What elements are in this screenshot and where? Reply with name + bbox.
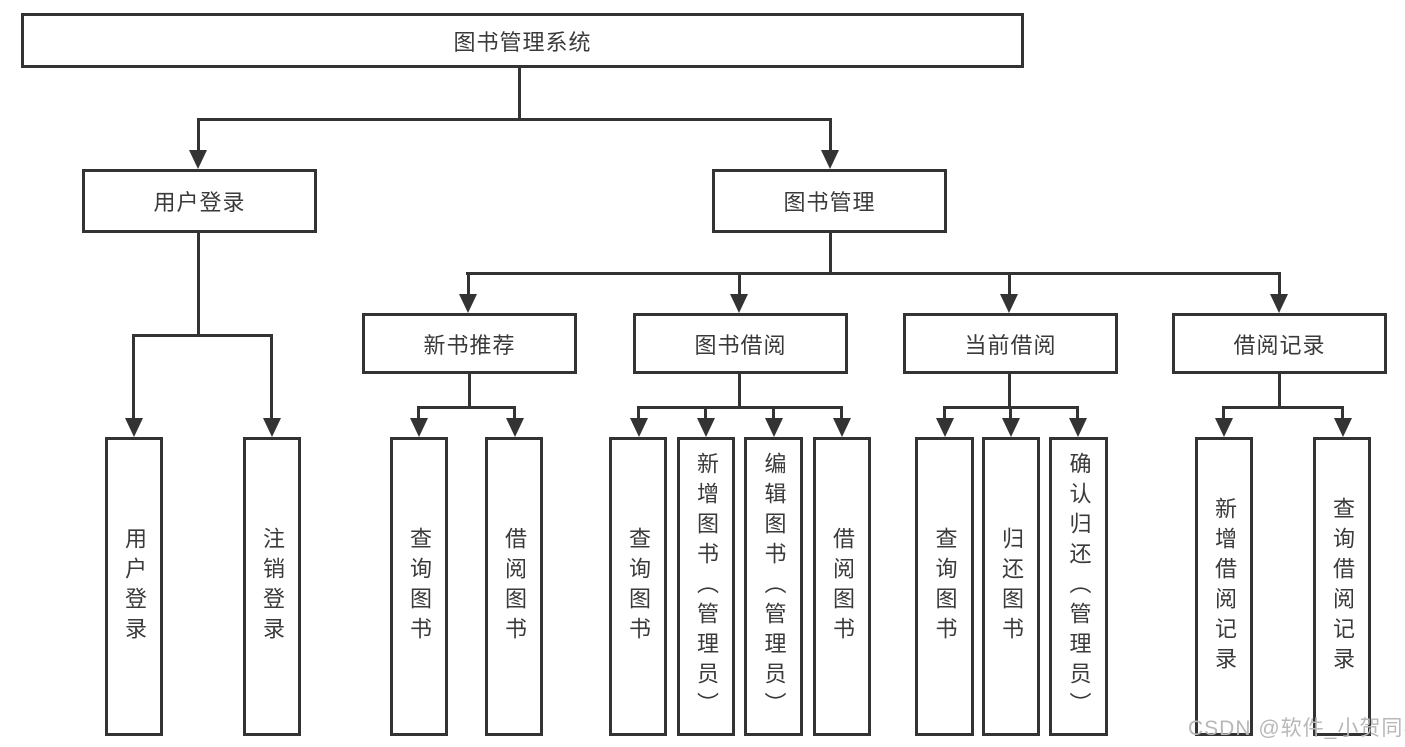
arrow-leaf-5 [630, 418, 648, 437]
node-book-management: 图书管理 [712, 169, 947, 233]
leaf-borrow-books-recommend-label: 借阅图书 [502, 526, 527, 647]
node-new-book-recommend-label: 新书推荐 [423, 332, 516, 358]
connector-stem-leaf-6 [704, 406, 707, 418]
node-root: 图书管理系统 [21, 13, 1024, 68]
leaf-logout-label: 注销登录 [260, 526, 285, 647]
connector-book-borrowing-hline [637, 406, 843, 409]
arrow-leaf-12 [1215, 418, 1233, 437]
node-root-label: 图书管理系统 [453, 29, 592, 55]
arrow-leaf-4 [506, 418, 524, 437]
leaf-borrow-books-label: 借阅图书 [830, 526, 855, 647]
arrow-new-book [459, 294, 477, 313]
leaf-query-books-recommend-label: 查询图书 [407, 526, 432, 647]
arrow-leaf-10 [1002, 418, 1020, 437]
leaf-return-books-label: 归还图书 [999, 526, 1024, 647]
arrow-borrowing-records [1270, 294, 1288, 313]
connector-root-hline [197, 118, 832, 121]
leaf-query-books-recommend: 查询图书 [390, 437, 448, 736]
connector-stem-book-borrowing [738, 272, 741, 295]
leaf-confirm-return-admin: 确认归还（管理员） [1049, 437, 1108, 736]
connector-stem-leaf-4 [513, 406, 516, 418]
leaf-borrow-books: 借阅图书 [813, 437, 871, 736]
connector-new-book-stem [468, 374, 471, 407]
leaf-user-login-label: 用户登录 [122, 526, 147, 647]
connector-stem-leaf-login [132, 334, 135, 418]
leaf-confirm-return-admin-label: 确认归还（管理员） [1066, 451, 1092, 722]
connector-stem-leaf-3 [417, 406, 420, 418]
arrow-book-borrowing [730, 294, 748, 313]
node-user-login-label: 用户登录 [153, 190, 246, 215]
connector-stem-user-login [197, 118, 200, 152]
connector-new-book-hline [417, 406, 516, 409]
connector-borrowing-records-hline [1222, 406, 1343, 409]
leaf-query-books-borrowing-label: 查询图书 [626, 526, 651, 647]
leaf-return-books: 归还图书 [982, 437, 1040, 736]
leaf-query-borrow-record-label: 查询借阅记录 [1330, 496, 1355, 677]
node-book-borrowing-label: 图书借阅 [694, 332, 787, 358]
leaf-borrow-books-recommend: 借阅图书 [485, 437, 543, 736]
connector-root-stem [518, 68, 521, 118]
connector-book-borrowing-stem [738, 374, 741, 407]
connector-stem-leaf-11 [1076, 406, 1079, 418]
arrow-book-management [821, 150, 839, 169]
connector-stem-leaf-10 [1009, 406, 1012, 418]
leaf-add-borrow-record-label: 新增借阅记录 [1212, 496, 1237, 677]
connector-stem-leaf-7 [772, 406, 775, 418]
connector-stem-leaf-5 [637, 406, 640, 418]
leaf-add-books-admin: 新增图书（管理员） [677, 437, 735, 736]
leaf-logout: 注销登录 [243, 437, 301, 736]
leaf-edit-books-admin: 编辑图书（管理员） [744, 437, 803, 736]
connector-stem-current-borrowing [1008, 272, 1011, 295]
connector-current-borrowing-stem [1008, 374, 1011, 407]
arrow-leaf-6 [697, 418, 715, 437]
connector-borrowing-records-stem [1278, 374, 1281, 407]
csdn-watermark: CSDN @软件_小贺同学 [1188, 717, 1405, 740]
connector-book-management-hline [466, 272, 1281, 275]
arrow-leaf-9 [936, 418, 954, 437]
connector-stem-leaf-logout [270, 334, 273, 418]
connector-stem-borrowing-records [1278, 272, 1281, 295]
leaf-query-books-current: 查询图书 [915, 437, 974, 736]
connector-stem-new-book [467, 272, 470, 295]
node-book-management-label: 图书管理 [783, 190, 876, 215]
leaf-query-books-current-label: 查询图书 [932, 526, 958, 647]
arrow-current-borrowing [1000, 294, 1018, 313]
arrow-leaf-logout [263, 418, 281, 437]
leaf-query-borrow-record: 查询借阅记录 [1313, 437, 1371, 736]
arrow-user-login [189, 150, 207, 169]
node-user-login: 用户登录 [82, 169, 317, 233]
connector-stem-leaf-13 [1341, 406, 1344, 418]
connector-stem-leaf-8 [840, 406, 843, 418]
leaf-add-borrow-record: 新增借阅记录 [1195, 437, 1253, 736]
connector-book-management-stem [829, 233, 832, 272]
connector-stem-leaf-9 [943, 406, 946, 418]
connector-user-login-stem [197, 233, 200, 334]
arrow-leaf-3 [410, 418, 428, 437]
leaf-query-books-borrowing: 查询图书 [609, 437, 667, 736]
leaf-edit-books-admin-label: 编辑图书（管理员） [761, 451, 787, 722]
connector-stem-leaf-12 [1222, 406, 1225, 418]
node-borrowing-records: 借阅记录 [1172, 313, 1387, 374]
node-new-book-recommend: 新书推荐 [362, 313, 577, 374]
arrow-leaf-login [125, 418, 143, 437]
node-book-borrowing: 图书借阅 [633, 313, 848, 374]
arrow-leaf-7 [765, 418, 783, 437]
connector-stem-book-management [829, 118, 832, 152]
arrow-leaf-8 [833, 418, 851, 437]
node-current-borrowing: 当前借阅 [903, 313, 1118, 374]
node-borrowing-records-label: 借阅记录 [1233, 332, 1326, 358]
connector-user-login-hline [132, 334, 273, 337]
node-current-borrowing-label: 当前借阅 [964, 332, 1057, 358]
arrow-leaf-13 [1334, 418, 1352, 437]
arrow-leaf-11 [1069, 418, 1087, 437]
leaf-add-books-admin-label: 新增图书（管理员） [694, 451, 719, 722]
leaf-user-login: 用户登录 [105, 437, 163, 736]
